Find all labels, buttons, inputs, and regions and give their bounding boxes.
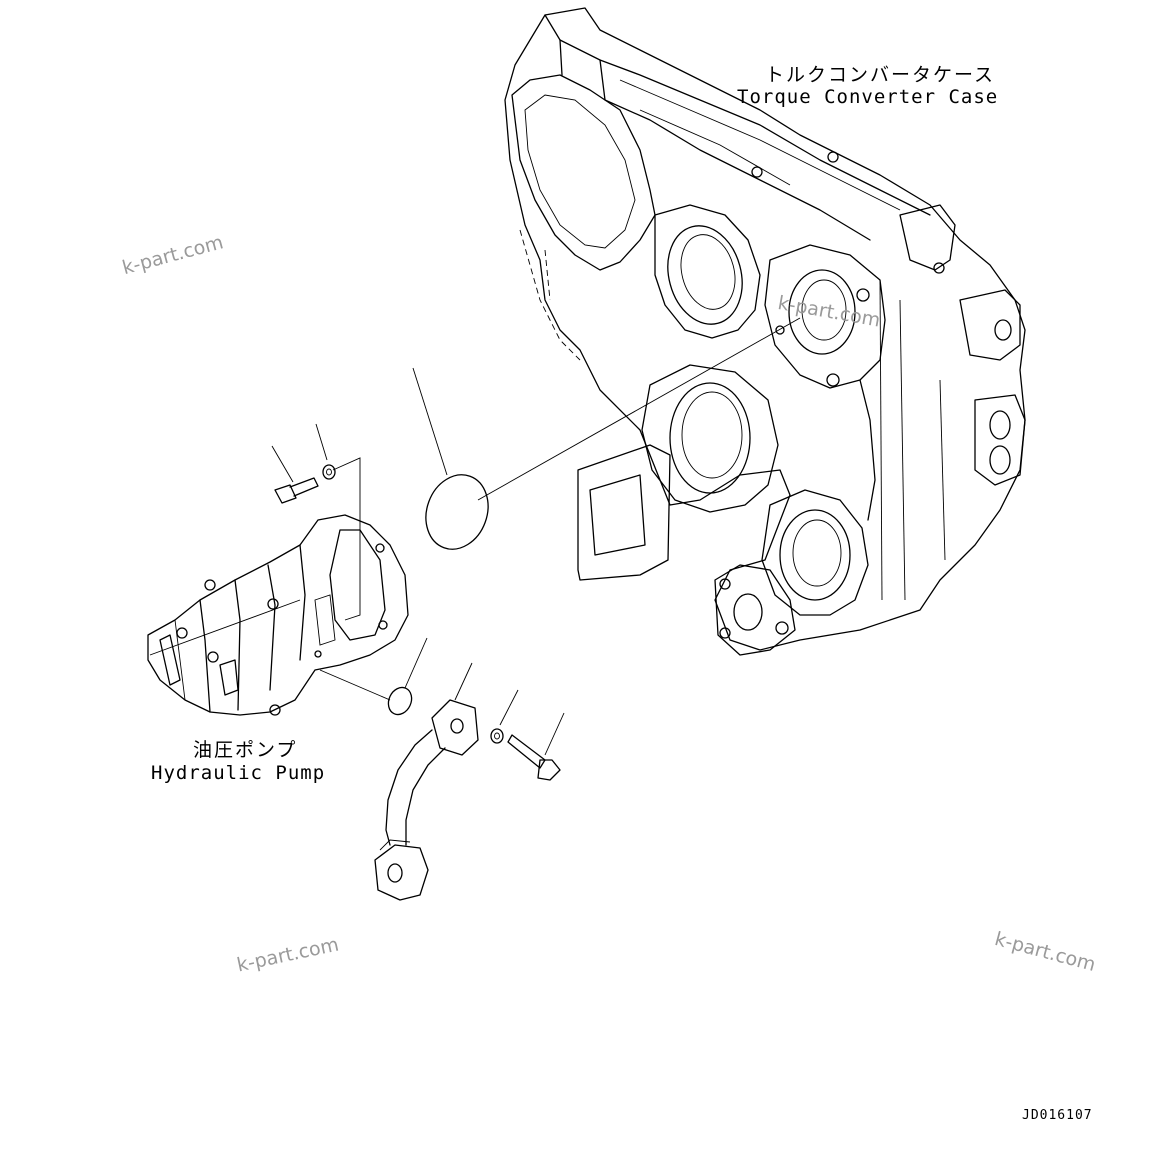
- o-ring-small-drawing: [387, 637, 428, 716]
- pump-label-en: Hydraulic Pump: [151, 762, 326, 784]
- torque-converter-case-drawing: [504, 7, 1026, 656]
- pipe-elbow-drawing: [374, 662, 479, 901]
- drawing-code: JD016107: [1022, 1108, 1093, 1123]
- o-ring-large-drawing: [412, 367, 489, 550]
- bolt-and-washer-bottom-drawing: [490, 689, 565, 781]
- hydraulic-pump-drawing: [147, 514, 409, 716]
- bolt-and-washer-top-drawing: [271, 423, 361, 621]
- pump-label-jp: 油圧ポンプ: [193, 739, 298, 761]
- torque-case-label-jp: トルクコンバータケース: [765, 64, 996, 86]
- assembly-line-oring-case: [477, 317, 801, 501]
- torque-case-label-en: Torque Converter Case: [737, 86, 999, 108]
